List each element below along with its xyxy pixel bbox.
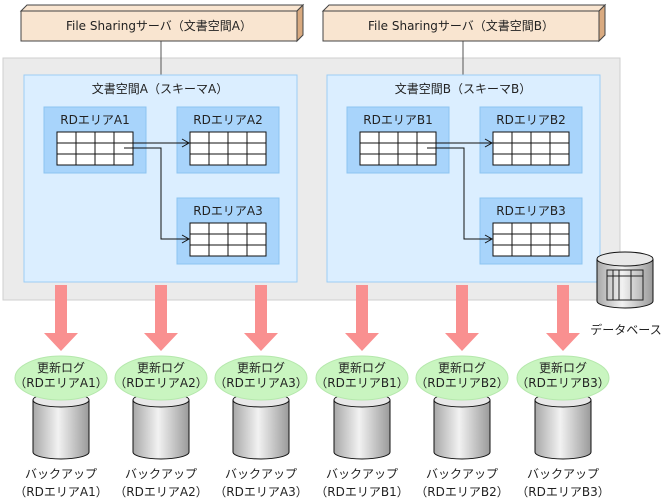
backup-title: バックアップ — [426, 467, 498, 481]
update-log-area: （RDエリアA3） — [214, 376, 307, 390]
backup-title: バックアップ — [527, 467, 599, 481]
rdarea-label: RDエリアA1 — [60, 113, 129, 127]
backup-area: （RDエリアB3） — [516, 485, 609, 499]
update-log-area: （RDエリアB2） — [415, 376, 508, 390]
backup-title: バックアップ — [225, 467, 297, 481]
update-log-ellipse — [315, 355, 409, 401]
backup-area: （RDエリアB1） — [315, 485, 408, 499]
update-log-title: 更新ログ — [539, 360, 587, 375]
backup-flow-arrow — [546, 285, 580, 351]
database-table — [606, 269, 644, 301]
arrow-head — [484, 138, 494, 148]
backup-flow-arrow — [445, 285, 479, 351]
server-box — [322, 10, 600, 42]
backup-cylinder — [132, 400, 190, 460]
update-log-ellipse — [516, 355, 610, 401]
backup-cylinder — [333, 400, 391, 460]
backup-flow-arrow — [345, 285, 379, 351]
schema-label: 文書空間B（スキーマB） — [395, 81, 531, 96]
backup-area: （RDエリアA1） — [14, 485, 107, 499]
database-label: データベース — [590, 322, 661, 337]
update-log-ellipse — [415, 355, 509, 401]
update-log-area: （RDエリアB3） — [516, 376, 609, 390]
arrow-head — [181, 234, 191, 244]
update-log-area: （RDエリアA2） — [114, 376, 207, 390]
update-log-title: 更新ログ — [338, 360, 386, 375]
arrow-head — [484, 234, 494, 244]
backup-title: バックアップ — [125, 467, 197, 481]
server-box — [20, 10, 298, 42]
update-log-area: （RDエリアA1） — [14, 376, 107, 390]
server-side — [296, 3, 304, 43]
arrow-head — [181, 138, 191, 148]
schema-label: 文書空間A（スキーマA） — [92, 81, 228, 96]
server-label: File Sharingサーバ（文書空間B） — [368, 18, 554, 33]
update-log-title: 更新ログ — [37, 360, 85, 375]
server-top — [321, 4, 607, 12]
link-arrow — [124, 147, 188, 240]
update-log-title: 更新ログ — [137, 360, 185, 375]
update-log-ellipse — [114, 355, 208, 401]
rdarea-label: RDエリアA3 — [193, 204, 262, 218]
backup-title: バックアップ — [326, 467, 398, 481]
backup-cylinder — [232, 400, 290, 460]
backup-cylinder — [433, 400, 491, 460]
update-log-title: 更新ログ — [237, 360, 285, 375]
rdarea-label: RDエリアB1 — [363, 113, 432, 127]
backup-area: （RDエリアA2） — [114, 485, 207, 499]
backup-area: （RDエリアB2） — [415, 485, 508, 499]
backup-flow-arrow — [44, 285, 78, 351]
backup-flow-arrow — [144, 285, 178, 351]
database-icon — [596, 259, 654, 309]
rdarea-label: RDエリアB2 — [496, 113, 565, 127]
database-icon-top — [596, 251, 654, 267]
server-side — [598, 3, 606, 43]
rdarea-label: RDエリアA2 — [193, 113, 262, 127]
link-arrow — [427, 147, 491, 240]
rdarea-label: RDエリアB3 — [496, 204, 565, 218]
server-label: File Sharingサーバ（文書空間A） — [66, 18, 252, 33]
backup-title: バックアップ — [25, 467, 97, 481]
update-log-ellipse — [14, 355, 108, 401]
backup-flow-arrow — [244, 285, 278, 351]
backup-cylinder — [534, 400, 592, 460]
update-log-title: 更新ログ — [438, 360, 486, 375]
backup-area: （RDエリアA3） — [214, 485, 307, 499]
server-top — [19, 4, 305, 12]
update-log-area: （RDエリアB1） — [315, 376, 408, 390]
update-log-ellipse — [214, 355, 308, 401]
backup-cylinder — [32, 400, 90, 460]
